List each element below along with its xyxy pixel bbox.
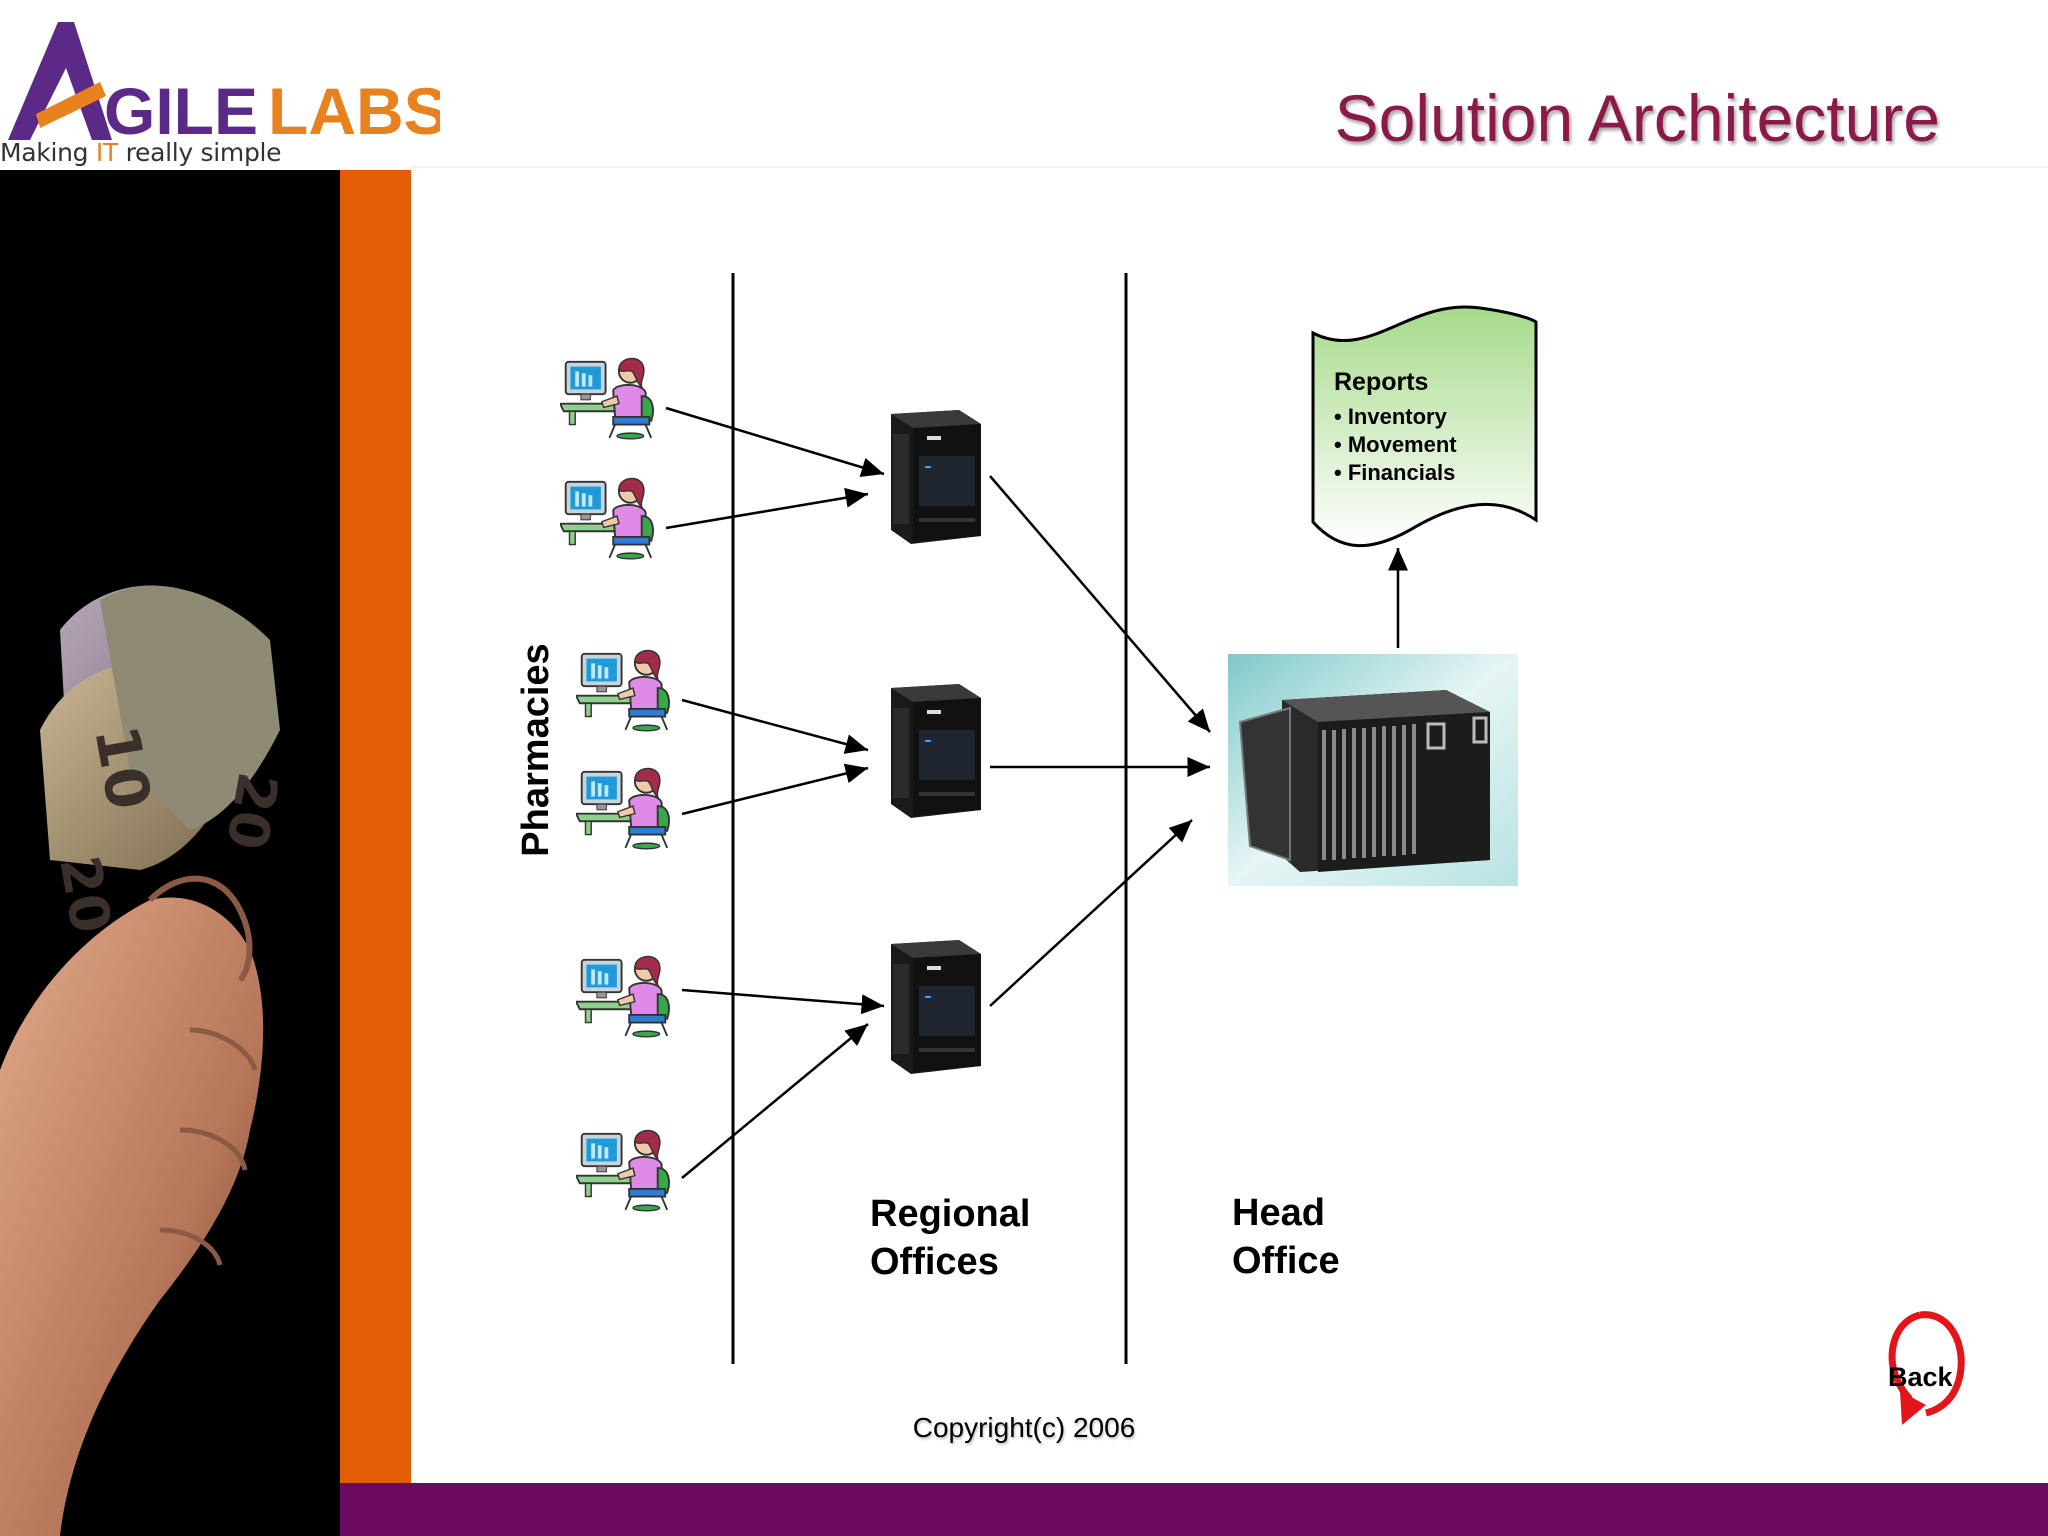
slide-title: Solution Architecture <box>1334 81 1940 155</box>
pharmacy-workstation-4 <box>576 767 670 850</box>
agile-labs-logo: GILE LABS <box>8 22 440 148</box>
pharmacies-label: Pharmacies <box>515 643 557 857</box>
report-item-movement: • Movement <box>1334 432 1457 457</box>
back-button[interactable] <box>1880 1305 1970 1435</box>
copyright-notice: Copyright(c) 2006 <box>912 1412 1136 1443</box>
back-label[interactable]: Back <box>1888 1362 1953 1392</box>
reports-document <box>1311 305 1538 548</box>
purple-footer-band <box>340 1483 2048 1536</box>
orange-accent-band <box>340 170 411 1483</box>
pharmacy-workstation-5 <box>576 955 670 1038</box>
pharmacy-workstation-1 <box>560 357 654 440</box>
back-arrow-icon <box>1888 1311 1965 1425</box>
hand-with-money-image: 10 20 20 <box>0 170 340 1536</box>
head-office-blade-server <box>1228 654 1518 886</box>
pharmacy-workstation-3 <box>576 649 670 732</box>
reports-title: Reports <box>1334 368 1429 396</box>
reports-text: Reports • Inventory • Movement • Financi… <box>1334 368 1457 487</box>
link-pharmacy3-regional2 <box>681 698 869 754</box>
regional-server-3 <box>891 940 981 1074</box>
report-item-inventory: • Inventory <box>1334 404 1447 429</box>
svg-text:20: 20 <box>47 851 123 937</box>
link-pharmacy6-regional3 <box>681 1023 869 1179</box>
link-pharmacy2-regional1 <box>665 487 869 530</box>
pharmacy-workstation-6 <box>576 1129 670 1212</box>
regional-server-2 <box>891 684 981 818</box>
logo-wordmark-labs: LABS <box>268 74 440 148</box>
regional-server-1 <box>891 410 981 544</box>
link-pharmacy5-regional3 <box>681 988 885 1015</box>
regional-offices-label: Regional Offices <box>870 1193 1031 1283</box>
logo-tagline: Making IT really simple <box>0 138 282 167</box>
link-pharmacy1-regional1 <box>665 406 885 478</box>
title-divider <box>410 166 2048 168</box>
report-item-financials: • Financials <box>1334 460 1456 485</box>
link-pharmacy4-regional2 <box>681 763 869 816</box>
svg-text:10: 10 <box>80 720 163 814</box>
link-regional1-head <box>989 475 1211 733</box>
head-office-label: Head Office <box>1232 1192 1340 1282</box>
link-regional3-head <box>989 819 1193 1007</box>
logo-wordmark-agile: GILE <box>104 74 258 148</box>
svg-text:20: 20 <box>214 768 290 854</box>
pharmacy-workstation-2 <box>560 477 654 560</box>
